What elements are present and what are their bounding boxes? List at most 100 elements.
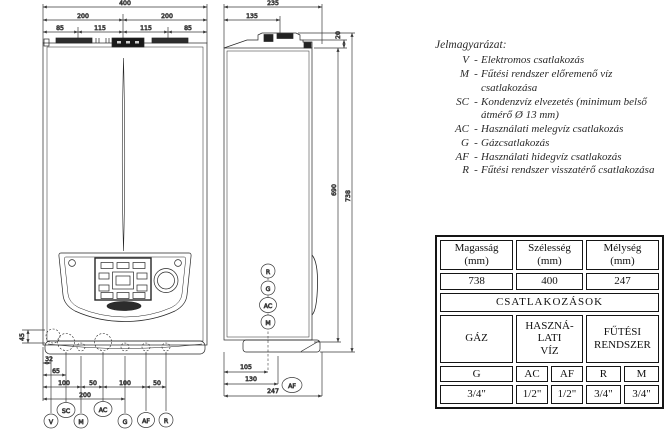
- front-dim-b200: 200: [79, 392, 91, 399]
- side-conn-af: AF: [288, 383, 296, 390]
- front-dim-side-offset: 45: [19, 333, 26, 341]
- legend-title: Jelmagyarázat:: [435, 39, 507, 51]
- legend-dash: -: [474, 68, 478, 81]
- side-dim-total-height: 738: [345, 190, 352, 202]
- group-gas: GÁZ: [440, 314, 514, 363]
- front-dim-total-width: 400: [119, 0, 131, 7]
- spec-header-row: Magasság (mm) Szélesség (mm) Mélység (mm…: [440, 240, 659, 270]
- front-conn-v: V: [49, 419, 54, 426]
- legend-desc: Gázcsatlakozás: [481, 136, 550, 149]
- section-title: CSATLAKOZÁSOK: [440, 292, 659, 312]
- side-height-dimensions: [298, 32, 355, 353]
- display-screen: [112, 271, 134, 290]
- legend-dash: -: [474, 123, 478, 136]
- side-dim-130: 130: [245, 376, 257, 383]
- front-dim-b2: 50: [89, 380, 97, 387]
- legend-key: AC: [454, 123, 469, 136]
- front-conn-ac: AC: [99, 407, 107, 414]
- front-dim-half-left: 200: [77, 13, 89, 20]
- value-height: 738: [440, 273, 514, 290]
- panel-screw-right: [174, 259, 182, 267]
- legend-desc: Fűtési rendszer visszatérő csatlakozása: [481, 164, 655, 177]
- legend-dash: -: [474, 95, 478, 108]
- side-view: 235 135 20 690 738: [223, 0, 355, 398]
- legend-desc: Fűtési rendszer előremenő víz csatlakozá…: [481, 68, 613, 94]
- legend-item-m: M - Fűtési rendszer előremenő víz csatla…: [431, 68, 668, 96]
- front-dim-b4: 50: [153, 380, 161, 387]
- front-view: 400 200 200 85 115 115 85: [19, 0, 208, 429]
- side-dim-flue-offset: 135: [246, 13, 258, 20]
- legend-desc: Elektromos csatlakozás: [481, 54, 585, 67]
- spec-section-row: CSATLAKOZÁSOK: [440, 292, 659, 312]
- conn-size-r: 3/4": [585, 385, 621, 405]
- side-dim-total-depth: 235: [267, 0, 279, 7]
- front-dim-b3: 100: [119, 380, 131, 387]
- legend-dash: -: [474, 150, 478, 163]
- display-buttons: [98, 262, 148, 299]
- front-control-panel: [58, 252, 192, 322]
- front-dim-half-right: 200: [161, 13, 173, 20]
- legend-dash: -: [474, 54, 478, 67]
- front-conn-r: R: [164, 418, 169, 425]
- spec-table: Magasság (mm) Szélesség (mm) Mélység (mm…: [435, 235, 664, 410]
- header-width: Szélesség (mm): [516, 240, 583, 270]
- legend-desc: Használati melegvíz csatlakozás: [481, 123, 624, 136]
- side-bottom-dimensions: [223, 352, 323, 398]
- front-dim-seg4: 85: [184, 25, 192, 32]
- legend-desc: Használati hidegvíz csatlakozás: [481, 150, 622, 163]
- front-dim-seg1: 85: [56, 25, 64, 32]
- spec-conn-label-row: G AC AF R M: [440, 365, 659, 383]
- conn-size-g: 3/4": [440, 385, 514, 405]
- front-conn-sc: SC: [62, 408, 70, 415]
- legend-key: M: [459, 68, 469, 81]
- side-boiler-body: [223, 32, 321, 353]
- front-left-dimension: [22, 329, 45, 344]
- legend-key: R: [462, 164, 469, 177]
- side-dim-collar-height: 20: [335, 31, 342, 39]
- front-top-dimensions: [42, 4, 208, 43]
- display-bezel: [94, 257, 152, 301]
- group-heating-system: FŰTÉSI RENDSZER: [585, 314, 659, 363]
- front-bottom-dimensions: [42, 347, 167, 413]
- front-conn-af: AF: [142, 418, 150, 425]
- spec-conn-size-row: 3/4" 1/2" 1/2" 3/4" 3/4": [440, 385, 659, 405]
- conn-size-ac: 1/2": [516, 385, 548, 405]
- side-dim-105: 105: [240, 364, 252, 371]
- header-height: Magasság (mm): [440, 240, 514, 270]
- conn-label-g: G: [440, 365, 514, 383]
- front-dim-65: 65: [52, 368, 60, 375]
- legend-item-g: G - Gázcsatlakozás: [431, 137, 668, 151]
- conn-label-af: AF: [551, 365, 583, 383]
- conn-size-af: 1/2": [551, 385, 583, 405]
- front-conn-g: G: [123, 419, 128, 426]
- technical-drawing: 400 200 200 85 115 115 85: [19, 0, 355, 429]
- front-boiler-body: [42, 37, 208, 346]
- side-af-bubble: AF: [281, 377, 303, 393]
- front-dim-seg2: 115: [94, 25, 106, 32]
- conn-size-m: 3/4": [623, 385, 659, 405]
- side-top-dimensions: [223, 4, 347, 49]
- legend-dash: -: [474, 136, 478, 149]
- side-connection-bubbles: R G AC M: [259, 263, 277, 372]
- legend-dash: -: [474, 164, 478, 177]
- front-dim-seg3: 115: [140, 25, 152, 32]
- legend-item-sc: SC - Kondenzvíz elvezetés (minimum belső…: [431, 96, 668, 124]
- value-width: 400: [516, 273, 583, 290]
- legend-item-ac: AC - Használati melegvíz csatlakozás: [431, 123, 668, 137]
- legend-key: G: [461, 136, 469, 149]
- side-conn-m: M: [265, 320, 270, 327]
- legend-item-v: V - Elektromos csatlakozás: [431, 54, 668, 68]
- side-conn-ac: AC: [264, 303, 272, 310]
- legend-item-r: R - Fűtési rendszer visszatérő csatlakoz…: [431, 164, 668, 178]
- group-domestic-water: HASZNÁ- LATI VÍZ: [516, 314, 583, 363]
- legend-key: AF: [455, 150, 469, 163]
- legend-key: V: [462, 54, 469, 67]
- conn-label-ac: AC: [516, 365, 548, 383]
- front-dim-32: 32: [45, 356, 53, 363]
- legend-key: SC: [456, 95, 469, 108]
- conn-label-m: M: [623, 365, 659, 383]
- conn-label-r: R: [585, 365, 621, 383]
- legend-desc: Kondenzvíz elvezetés (minimum belső átmé…: [481, 95, 647, 122]
- side-conn-r: R: [266, 269, 271, 276]
